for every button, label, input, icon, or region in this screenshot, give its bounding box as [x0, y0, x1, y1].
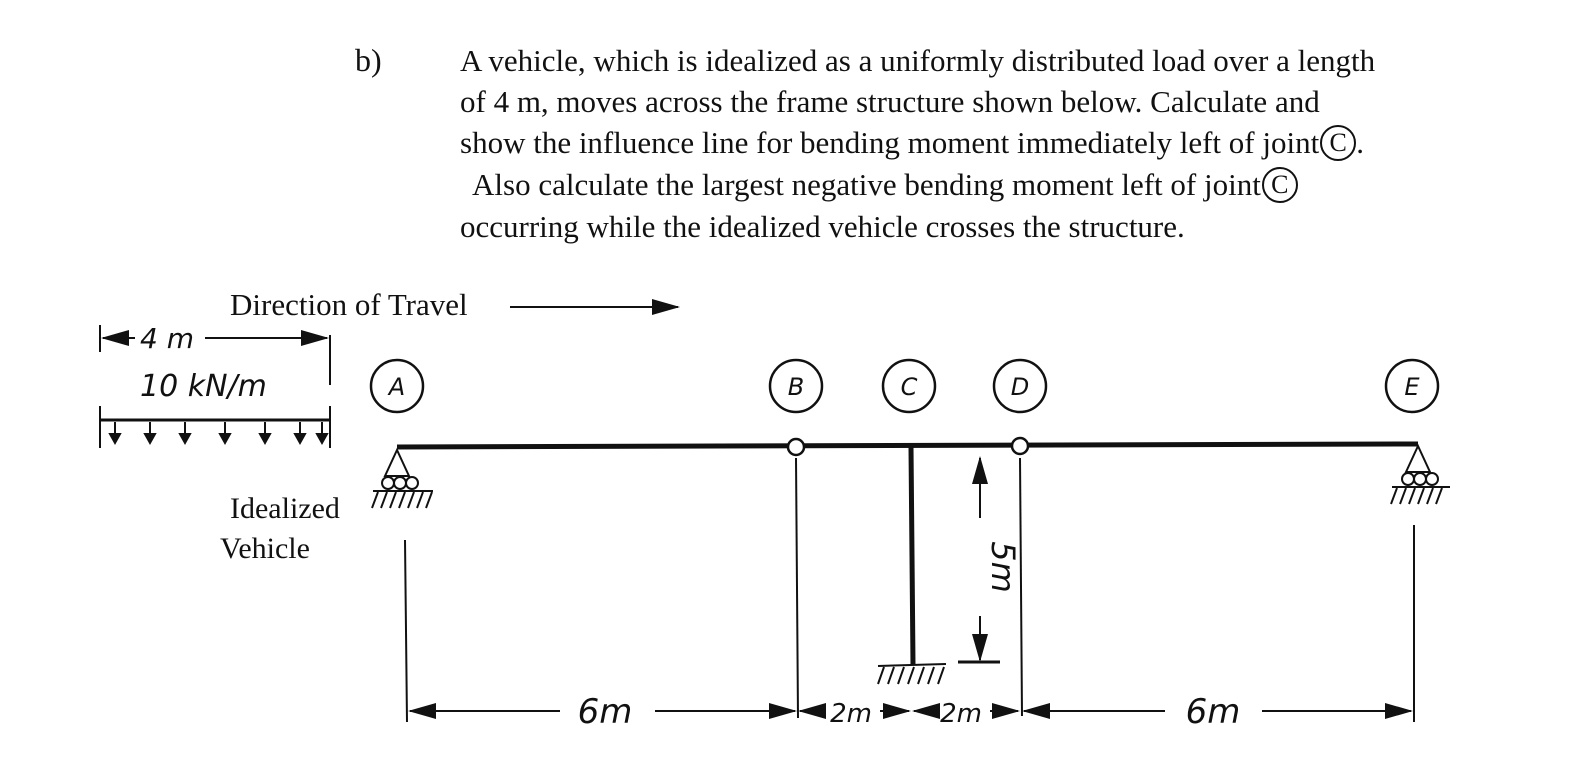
vehicle-caption-line1: Idealized	[230, 492, 340, 525]
span-de-label: 6m	[1186, 692, 1241, 732]
joint-c-label: C	[881, 358, 937, 414]
problem-line-4-text: Also calculate the largest negative bend…	[472, 166, 1261, 202]
extension-lines	[404, 457, 1415, 723]
problem-line-4: Also calculate the largest negative bend…	[460, 164, 1375, 206]
problem-label: b)	[355, 42, 382, 78]
problem-statement: A vehicle, which is idealized as a unifo…	[460, 40, 1375, 247]
height-dimension	[958, 456, 1000, 664]
height-label: 5m	[984, 541, 1022, 593]
hinge-d	[1010, 436, 1030, 456]
vehicle-length-label: 4 m	[140, 322, 194, 355]
span-cd-label: 2m	[940, 699, 982, 729]
svg-text:D: D	[1011, 373, 1029, 401]
vehicle-load-label: 10 kN/m	[140, 369, 267, 404]
problem-line-2: of 4 m, moves across the frame structure…	[460, 84, 1320, 119]
column-c	[908, 446, 916, 666]
svg-text:C: C	[901, 373, 918, 401]
problem-line-3: show the influence line for bending mome…	[460, 122, 1375, 164]
span-ab-label: 6m	[578, 692, 633, 732]
joint-b-label: B	[768, 358, 824, 414]
roller-support-e	[1390, 443, 1450, 505]
hinge-b	[786, 437, 806, 457]
joint-a-label: A	[369, 358, 425, 414]
idealized-vehicle: 4 m 10 kN/m Idealized Vehicle	[99, 322, 340, 565]
svg-text:B: B	[788, 373, 804, 401]
svg-text:A: A	[387, 373, 405, 401]
joint-c-circled-ref-1: C	[1320, 124, 1357, 161]
joint-e-label: E	[1384, 358, 1440, 414]
beam	[396, 441, 1419, 450]
problem-line-1: A vehicle, which is idealized as a unifo…	[460, 43, 1376, 78]
direction-of-travel-label: Direction of Travel	[230, 287, 468, 322]
problem-line-5: occurring while the idealized vehicle cr…	[460, 208, 1185, 244]
problem-line-3-end: .	[1356, 125, 1364, 160]
span-bc-label: 2m	[830, 699, 872, 729]
fixed-support-c	[877, 663, 947, 685]
problem-line-3-text: show the influence line for bending mome…	[460, 125, 1320, 160]
vehicle-caption-line2: Vehicle	[220, 532, 310, 565]
joint-d-label: D	[992, 358, 1048, 414]
joint-c-circled-ref-2: C	[1261, 166, 1298, 203]
roller-support-a	[371, 447, 433, 509]
svg-text:E: E	[1404, 373, 1420, 401]
